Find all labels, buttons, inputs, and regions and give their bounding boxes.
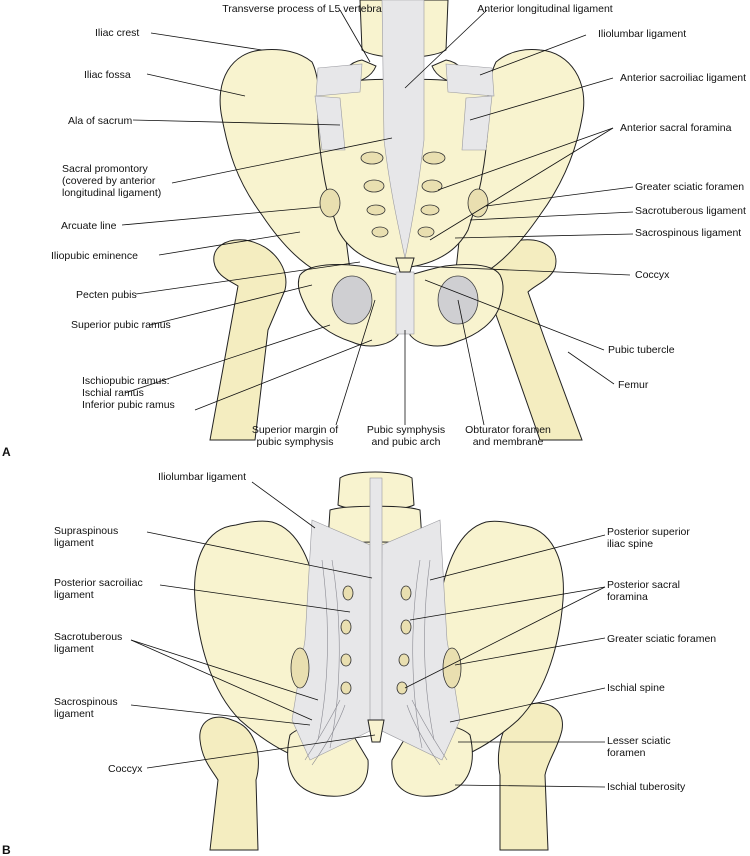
posterior-sacral-foramen: [340, 619, 352, 635]
label-transverse-process: Transverse process of L5 vertebra: [222, 3, 382, 15]
sacral-foramen: [371, 226, 389, 238]
posterior-sacral-foramen: [340, 681, 352, 695]
label-sacrospinous: Sacrospinous ligament: [635, 227, 741, 239]
coccyx-b: [367, 719, 385, 743]
label-coccyx-b: Coccyx: [108, 763, 143, 775]
pubic-symphysis-a: [395, 271, 415, 335]
ligament-fibers-b: [304, 559, 448, 766]
obturator-foramen-left-a: [331, 275, 373, 325]
sacral-foramen: [366, 204, 386, 216]
label-anterior-sacroiliac: Anterior sacroiliac ligament: [620, 72, 746, 84]
label-iliolumbar-b: Iliolumbar ligament: [158, 471, 246, 483]
label-sacrotuberous: Sacrotuberous ligament: [635, 205, 746, 217]
sacral-foramen: [422, 151, 446, 165]
sacral-foramen: [421, 179, 443, 193]
panel-b-illustration: [194, 471, 564, 851]
label-iliac-fossa: Iliac fossa: [84, 69, 131, 81]
panel-b-leaders: [130, 481, 606, 788]
label-arcuate-line: Arcuate line: [61, 220, 117, 232]
label-pecten-pubis: Pecten pubis: [76, 289, 137, 301]
sacral-foramen: [420, 204, 440, 216]
femur-left-b: [199, 716, 259, 851]
label-ischial-tuberosity: Ischial tuberosity: [607, 781, 686, 793]
greater-sciatic-gap-right-a: [467, 188, 489, 218]
panel-a-letter: A: [2, 445, 11, 459]
label-iliopubic-eminence: Iliopubic eminence: [51, 250, 138, 262]
posterior-sacral-foramen: [400, 585, 412, 601]
label-greater-sciatic: Greater sciatic foramen: [635, 181, 744, 193]
posterior-sacral-foramen: [340, 653, 352, 667]
label-coccyx: Coccyx: [635, 269, 670, 281]
sacral-foramen: [360, 151, 384, 165]
greater-sciatic-gap-left-a: [319, 188, 341, 218]
label-superior-pubic-ramus: Superior pubic ramus: [71, 319, 171, 331]
posterior-sacral-foramen: [398, 653, 410, 667]
posterior-sacral-foramen: [342, 585, 354, 601]
posterior-sacral-foramen: [400, 619, 412, 635]
panel-b-letter: B: [2, 843, 11, 856]
anterior-sacroiliac-right-a: [461, 95, 493, 151]
label-iliac-crest: Iliac crest: [95, 27, 139, 39]
label-pubic-tubercle: Pubic tubercle: [608, 344, 675, 356]
label-femur: Femur: [618, 379, 649, 391]
panel-a-leaders: [121, 9, 634, 426]
label-ischial-spine: Ischial spine: [607, 682, 665, 694]
panel-a-illustration: [209, 0, 585, 441]
greater-sciatic-gap-right-b: [442, 647, 462, 689]
posterior-sacral-foramen: [396, 681, 408, 695]
label-anterior-longitudinal: Anterior longitudinal ligament: [477, 3, 612, 15]
coccyx-a: [395, 257, 415, 273]
iliolumbar-ligament-right-a: [445, 63, 495, 97]
label-greater-sciatic-b: Greater sciatic foramen: [607, 633, 716, 645]
anterior-sacroiliac-left-a: [314, 95, 346, 151]
label-ala-sacrum: Ala of sacrum: [68, 115, 132, 127]
greater-sciatic-gap-left-b: [290, 647, 310, 689]
iliolumbar-ligament-left-a: [315, 63, 363, 97]
sacral-foramen: [363, 179, 385, 193]
sacral-foramen: [417, 226, 435, 238]
label-anterior-sacral-foramina: Anterior sacral foramina: [620, 122, 732, 134]
femur-left-a: [209, 239, 287, 441]
label-iliolumbar: Iliolumbar ligament: [598, 28, 686, 40]
supraspinous-ligament-b: [369, 477, 383, 729]
